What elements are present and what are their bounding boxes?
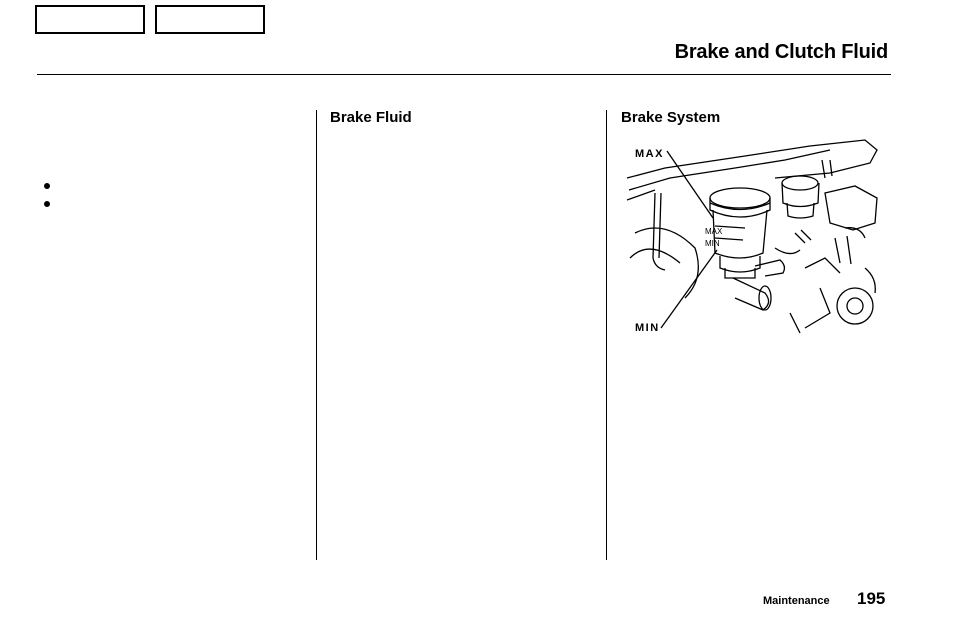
min-callout-label: MIN: [635, 322, 660, 334]
page-title: Brake and Clutch Fluid: [674, 41, 889, 63]
reservoir-min-mark: MIN: [705, 239, 720, 248]
max-callout-label: MAX: [635, 148, 664, 160]
reservoir-max-mark: MAX: [705, 227, 723, 236]
bullet-1: [44, 183, 50, 189]
footer-section-name: Maintenance: [763, 595, 830, 607]
brake-reservoir-illustration: MAX MIN MAX MIN: [625, 138, 880, 338]
header-divider: [37, 74, 891, 75]
column-divider-right: [606, 110, 607, 560]
section-heading-brake-system: Brake System: [621, 109, 721, 126]
column-divider-left: [316, 110, 317, 560]
section-heading-brake-fluid: Brake Fluid: [330, 109, 412, 126]
nav-button-2[interactable]: [155, 5, 265, 34]
nav-button-1[interactable]: [35, 5, 145, 34]
page-number: 195: [857, 589, 886, 608]
bullet-2: [44, 201, 50, 207]
brake-reservoir-drawing: MAX MIN: [626, 139, 878, 334]
